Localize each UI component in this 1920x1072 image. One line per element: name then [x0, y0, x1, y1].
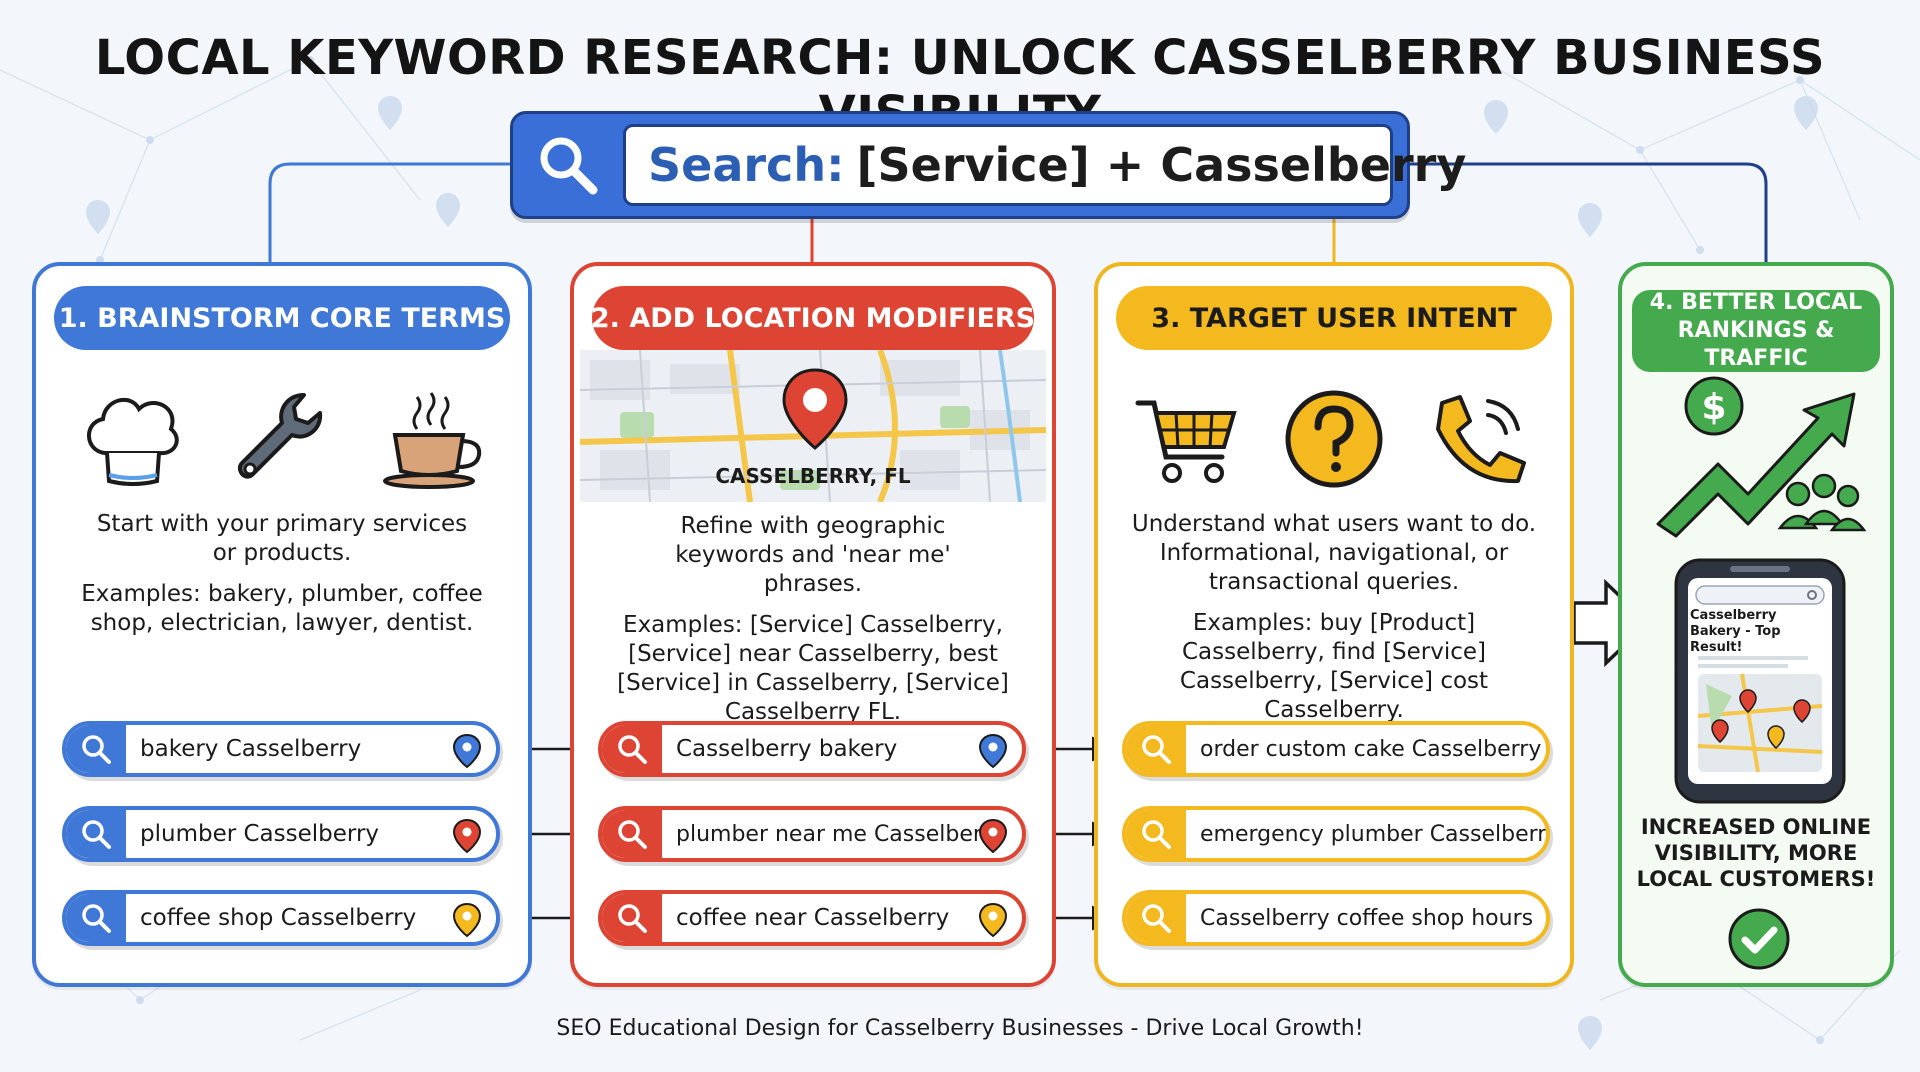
search-query-field: Search: [Service] + Casselberry [623, 124, 1466, 206]
footer-text: SEO Educational Design for Casselberry B… [556, 1016, 1364, 1041]
keyword-pill: order custom cake Casselberry [1122, 721, 1550, 777]
coffee-cup-icon [383, 392, 482, 489]
panel-3-desc-text: Understand what users want to do. Inform… [1131, 511, 1537, 595]
search-icon [82, 735, 111, 764]
panel-3-icons [1098, 374, 1570, 504]
panel-4-header: 4. BETTER LOCAL RANKINGS & TRAFFIC [1632, 290, 1880, 372]
keyword-pill: bakery Casselberry [62, 721, 500, 777]
search-icon [540, 137, 598, 195]
page-title: LOCAL KEYWORD RESEARCH: UNLOCK CASSELBER… [94, 30, 1826, 142]
location-pin-icon [782, 368, 848, 450]
growth-chart-icon: $ [1656, 376, 1867, 538]
panel-2-description: Refine with geographic keywords and 'nea… [594, 512, 1032, 739]
panel-1-examples: Examples: bakery, plumber, coffee shop, … [81, 581, 483, 636]
result-statement: INCREASED ONLINE VISIBILITY, MORE LOCAL … [1636, 815, 1876, 891]
keyword-pill: coffee near Casselberry [598, 890, 1026, 946]
keyword-pill: Casselberry bakery [598, 721, 1026, 777]
smartphone-icon [1674, 558, 1846, 804]
keyword-text: bakery Casselberry [140, 736, 362, 762]
search-icon [618, 735, 647, 764]
search-icon [618, 820, 647, 849]
red-pin-icon [452, 818, 482, 854]
keyword-text: plumber Casselberry [140, 821, 380, 847]
blue-pin-icon [978, 733, 1008, 769]
map-location-label: CASSELBERRY, FL [715, 464, 911, 488]
panel-3-examples: Examples: buy [Product] Casselberry, fin… [1179, 610, 1489, 723]
keyword-pill: plumber Casselberry [62, 806, 500, 862]
keyword-text: coffee shop Casselberry [140, 905, 417, 931]
panel-2-desc-text: Refine with geographic keywords and 'nea… [675, 513, 951, 597]
search-icon [82, 904, 111, 933]
keyword-pill: Casselberry coffee shop hours [1122, 890, 1550, 946]
keyword-text: order custom cake Casselberry [1200, 736, 1542, 762]
panel-2-examples: Examples: [Service] Casselberry, [Servic… [617, 612, 1009, 725]
yellow-pin-icon [452, 902, 482, 938]
shopping-cart-icon [1135, 400, 1237, 483]
panel-1-description: Start with your primary services or prod… [56, 510, 508, 650]
keyword-text: plumber near me Casselberry [676, 821, 1004, 847]
keyword-text: emergency plumber Casselberry [1200, 821, 1550, 847]
search-bar: Search: [Service] + Casselberry [510, 111, 1466, 219]
panel-1-icons [36, 374, 528, 504]
question-mark-icon [1285, 390, 1383, 488]
panel-1-header: 1. BRAINSTORM CORE TERMS [54, 286, 510, 350]
panel-1-desc-text: Start with your primary services or prod… [96, 511, 468, 566]
wrench-icon [237, 393, 323, 479]
phone-result-caption: Casselberry Bakery - Top Result! [1690, 608, 1781, 655]
panel-2-header: 2. ADD LOCATION MODIFIERS [591, 286, 1035, 350]
yellow-pin-icon [978, 902, 1008, 938]
panel-3-header: 3. TARGET USER INTENT [1116, 286, 1552, 350]
keyword-pill: plumber near me Casselberry [598, 806, 1026, 862]
phone-call-icon [1436, 395, 1526, 484]
panel-3-description: Understand what users want to do. Inform… [1118, 510, 1550, 737]
search-label: Search: [648, 138, 845, 192]
keyword-pill: emergency plumber Casselberry [1122, 806, 1550, 862]
search-icon [82, 820, 111, 849]
search-icon [1142, 820, 1171, 849]
search-icon [618, 904, 647, 933]
chef-hat-icon [87, 398, 179, 486]
panel-brainstorm: 1. BRAINSTORM CORE TERMS Start with your… [32, 262, 532, 987]
search-query: [Service] + Casselberry [856, 138, 1467, 192]
red-pin-icon [978, 818, 1008, 854]
svg-text:$: $ [1701, 387, 1726, 428]
blue-pin-icon [452, 733, 482, 769]
panel-results: 4. BETTER LOCAL RANKINGS & TRAFFIC $ INC… [1618, 262, 1894, 987]
search-icon [1142, 735, 1171, 764]
checkmark-icon [1728, 908, 1790, 970]
panel-user-intent: 3. TARGET USER INTENT Understand what us… [1094, 262, 1574, 987]
panel-location-modifiers: 2. ADD LOCATION MODIFIERS CASSELB [570, 262, 1056, 987]
search-icon [1142, 904, 1171, 933]
keyword-pill: coffee shop Casselberry [62, 890, 500, 946]
keyword-text: Casselberry bakery [676, 736, 898, 762]
keyword-text: coffee near Casselberry [676, 905, 950, 931]
keyword-text: Casselberry coffee shop hours [1200, 905, 1534, 931]
